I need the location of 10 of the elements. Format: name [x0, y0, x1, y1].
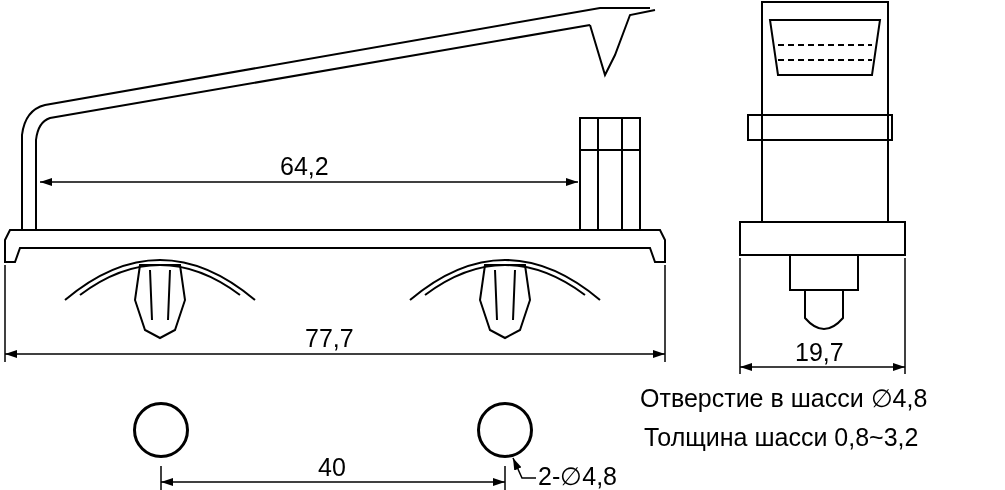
callout-text: 2-∅4,8: [538, 464, 617, 489]
hole-circle: [133, 402, 189, 458]
note-text: Толщина шасси 0,8~3,2: [644, 425, 919, 450]
dimension-value: 77,7: [305, 326, 354, 351]
dimension-value: 19,7: [795, 340, 844, 365]
dimension-value: 40: [318, 455, 346, 480]
dimension-value: 64,2: [280, 154, 329, 179]
hole-circle: [477, 402, 533, 458]
leader-line: [512, 457, 537, 479]
note-text: Отверстие в шасси ∅4,8: [640, 386, 928, 411]
